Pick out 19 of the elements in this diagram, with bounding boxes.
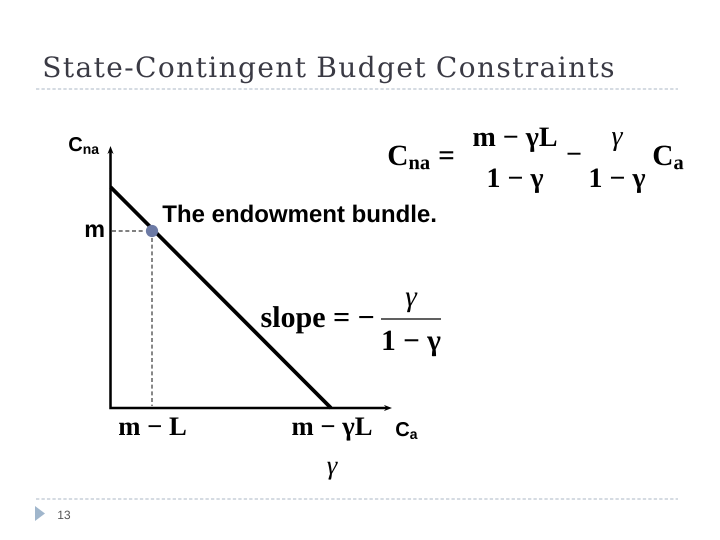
page-number: 13 bbox=[58, 510, 70, 520]
formula-text: C$_{a}$ bbox=[654, 146, 684, 170]
tick-label: m − L bbox=[118, 418, 186, 435]
formula-text: 1 − γ bbox=[590, 168, 646, 193]
annotation: The endowment bundle. bbox=[162, 204, 436, 222]
formula-text: 1 − γ bbox=[488, 168, 544, 193]
formula-text: C$_{na}$ = bbox=[388, 146, 454, 170]
axis-label: C$_{na}$ bbox=[69, 137, 100, 154]
tick-label: γ bbox=[327, 462, 338, 480]
slide-title: State-Contingent Budget Constraints bbox=[44, 56, 614, 84]
tick-label: m bbox=[86, 224, 104, 237]
axis-label: C$_{a}$ bbox=[396, 422, 418, 440]
tick-label: m − γL bbox=[292, 418, 372, 441]
formula-text: − bbox=[568, 152, 581, 155]
formula-text: m − γL bbox=[473, 128, 556, 152]
formula-text: γ bbox=[612, 132, 624, 151]
formula-text: γ bbox=[406, 292, 418, 312]
formula-text: slope = − bbox=[261, 306, 374, 334]
formula-text: 1 − γ bbox=[383, 330, 440, 356]
